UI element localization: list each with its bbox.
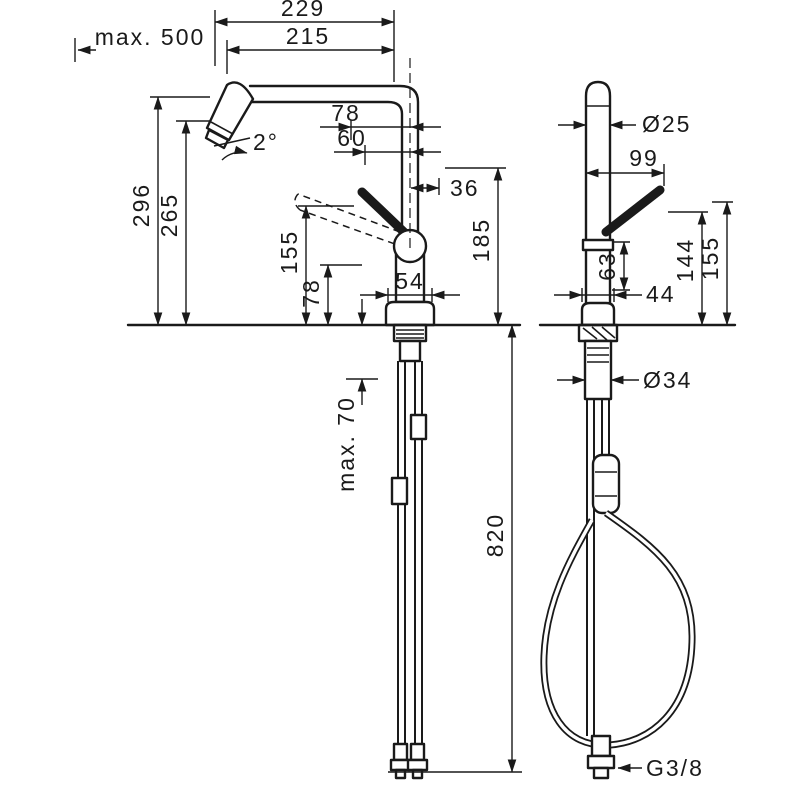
dim-dia34-label: Ø34 <box>643 367 692 393</box>
collar <box>581 238 615 252</box>
dim-155-right-label: 155 <box>697 236 723 280</box>
shank <box>398 339 422 363</box>
right-dimensions: Ø25 99 63 144 155 44 Ø34 <box>554 111 733 781</box>
right-undercounter <box>540 323 696 780</box>
hose-connector <box>409 413 428 441</box>
dim-185-label: 185 <box>468 218 494 262</box>
faucet-right-outline <box>580 80 665 327</box>
dim-63-label: 63 <box>594 251 620 281</box>
left-dimensions: 229 215 max. 500 2° 296 265 155 78 <box>74 0 522 773</box>
dim-229-label: 229 <box>281 0 325 21</box>
hose-end-fittings <box>389 742 429 780</box>
dim-60-label: 60 <box>337 125 367 151</box>
dim-dia25-label: Ø25 <box>642 111 691 137</box>
right-view: Ø25 99 63 144 155 44 Ø34 <box>538 80 737 781</box>
pullout-hose <box>601 399 610 455</box>
hose-detail <box>390 476 409 506</box>
dim-max-pullout-label: max. 500 <box>95 24 206 50</box>
dim-155-left-label: 155 <box>276 230 302 274</box>
handle-lever <box>357 187 411 239</box>
dim-angle-label: 2° <box>253 129 279 155</box>
fixed-hose <box>586 399 595 736</box>
faucet-base <box>384 300 436 327</box>
hose-end-fitting-right <box>586 734 616 780</box>
dim-296-label: 296 <box>128 183 154 227</box>
handle-lever-right <box>601 185 665 237</box>
hose-weight <box>591 453 621 515</box>
thread-size-label: G3/8 <box>646 755 704 781</box>
dim-215-label: 215 <box>286 23 330 49</box>
dim-265-label: 265 <box>156 193 182 237</box>
dim-36-label: 36 <box>450 175 480 201</box>
riser-pipe <box>584 80 612 327</box>
dim-78-height-label: 78 <box>298 278 324 308</box>
left-undercounter <box>389 323 429 780</box>
dim-820-label: 820 <box>482 513 508 557</box>
dim-78-offset-label: 78 <box>331 100 361 126</box>
left-view: 229 215 max. 500 2° 296 265 155 78 <box>74 0 522 780</box>
dim-99-label: 99 <box>629 145 659 171</box>
supply-hoses <box>397 361 423 744</box>
hose-loop <box>540 510 696 749</box>
dim-54-label: 54 <box>395 268 425 294</box>
threaded-shank <box>583 339 613 401</box>
handle-range-dashed <box>294 193 407 249</box>
dim-max-thickness-label: max. 70 <box>333 396 359 492</box>
dim-144-label: 144 <box>672 238 698 282</box>
dim-44-label: 44 <box>646 281 676 307</box>
faucet-left-outline <box>204 81 436 327</box>
faucet-base-right <box>580 301 616 327</box>
